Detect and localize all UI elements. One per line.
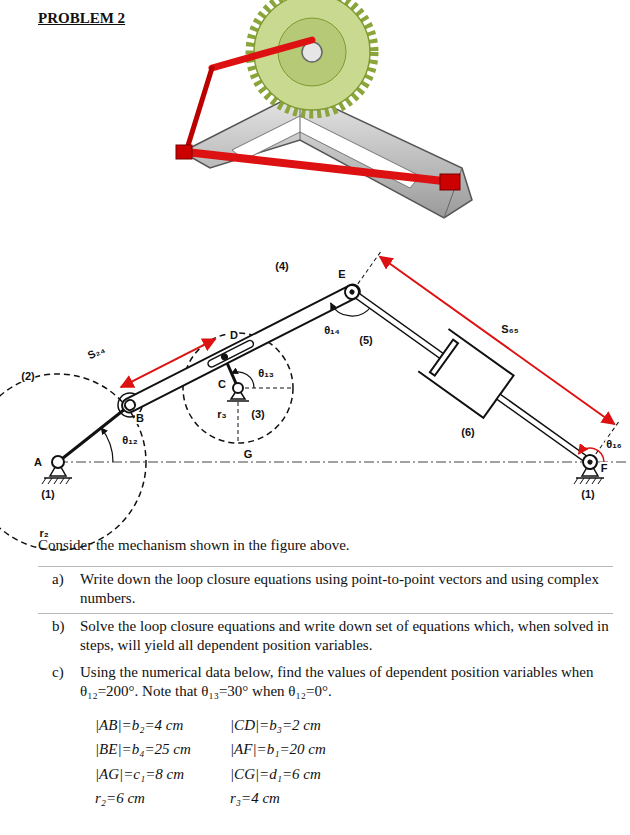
- question-item: c)Using the numerical data below, find t…: [38, 660, 613, 706]
- given-value: |AG|=c₁=8 cm: [95, 765, 230, 785]
- point-label: B: [135, 412, 145, 424]
- dimension-label: S₆₅: [500, 323, 519, 335]
- given-value: |BE|=b₄=25 cm: [95, 740, 230, 760]
- given-value: |AF|=b₁=20 cm: [230, 740, 613, 760]
- link-number: (1): [40, 488, 55, 500]
- given-value: r₂=6 cm: [95, 789, 230, 809]
- given-value: |CG|=d₁=6 cm: [230, 765, 613, 785]
- link-number: (1): [580, 488, 595, 500]
- question-text: Consider the mechanism shown in the figu…: [38, 536, 613, 809]
- item-text: Solve the loop closure equations and wri…: [80, 617, 613, 656]
- link-number: (2): [20, 370, 35, 382]
- point-label: E: [337, 268, 346, 280]
- question-item: b)Solve the loop closure equations and w…: [38, 613, 613, 660]
- intro-sentence: Consider the mechanism shown in the figu…: [38, 536, 613, 556]
- link-number: (4): [274, 260, 289, 272]
- radius-label: r₃: [216, 408, 227, 420]
- angle-label: θ₁₄: [323, 324, 341, 336]
- angle-label: θ₁₃: [257, 367, 275, 379]
- point-label: A: [33, 456, 43, 468]
- point-label: G: [243, 448, 254, 460]
- angle-label: θ₁₂: [121, 434, 138, 446]
- question-item: a)Write down the loop closure equations …: [38, 566, 613, 613]
- item-marker: a): [52, 570, 80, 609]
- item-marker: b): [52, 617, 80, 656]
- point-label: F: [600, 462, 609, 474]
- link-number: (5): [358, 334, 373, 346]
- given-data: |AB|=b₂=4 cm|CD|=b₃=2 cm|BE|=b₄=25 cm|AF…: [95, 716, 613, 809]
- dimension-label: S₂₄: [85, 342, 108, 362]
- item-text: Write down the loop closure equations us…: [80, 570, 613, 609]
- problem-title: PROBLEM 2: [38, 10, 125, 27]
- item-text: Using the numerical data below, find the…: [80, 663, 613, 702]
- link-number: (6): [460, 426, 475, 438]
- link-number: (3): [250, 408, 265, 420]
- given-value: |CD|=b₃=2 cm: [230, 716, 613, 736]
- given-value: r₃=4 cm: [230, 789, 613, 809]
- angle-label: θ₁₆: [605, 438, 623, 450]
- render-illustration: [176, 0, 472, 218]
- item-marker: c): [52, 663, 80, 702]
- given-value: |AB|=b₂=4 cm: [95, 716, 230, 736]
- mechanism-schematic: [0, 246, 626, 550]
- point-label: D: [229, 329, 239, 341]
- point-label: C: [217, 378, 227, 390]
